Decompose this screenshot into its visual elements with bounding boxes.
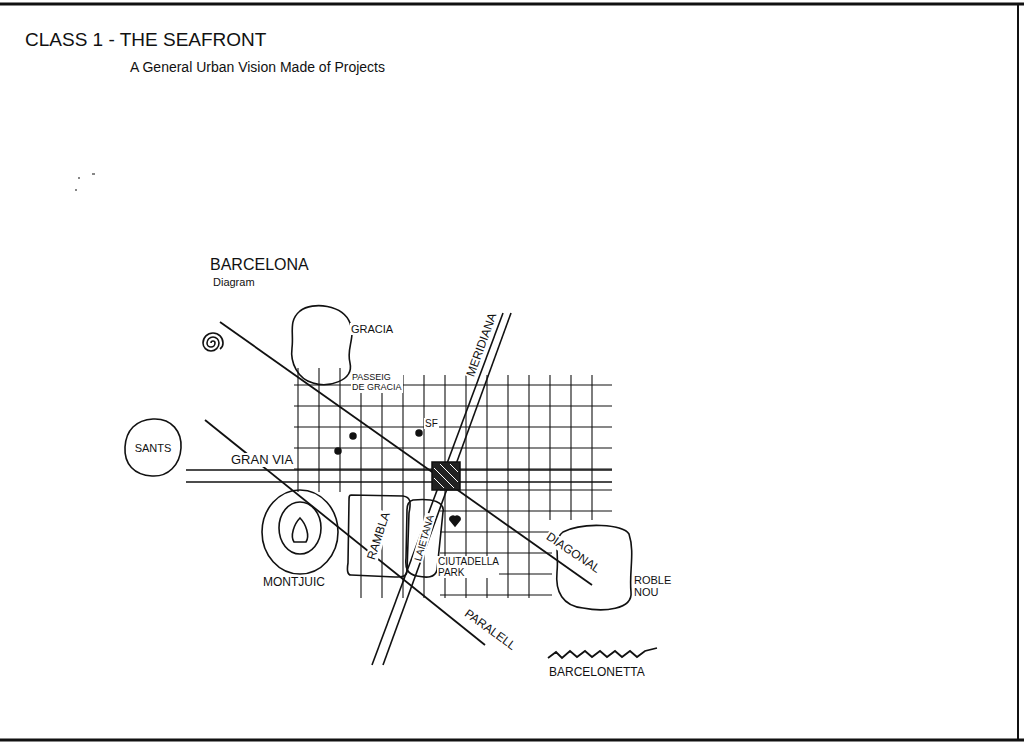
paralell-avenue: [205, 420, 485, 645]
diagonal-avenue: [220, 322, 592, 585]
speck: [75, 174, 95, 190]
street-line: [440, 510, 612, 511]
spiral-symbol: [203, 333, 223, 351]
page-border: [0, 739, 1024, 742]
street-line: [294, 384, 612, 385]
street-line: [440, 531, 552, 532]
dot-marker: [350, 433, 356, 439]
street-line: [294, 405, 612, 406]
street-line: [402, 375, 403, 598]
map-label: PARALELL: [461, 606, 519, 653]
street-line: [440, 552, 552, 553]
map-label: Diagram: [213, 276, 255, 288]
map-label: PASSEIG DE GRACIA: [351, 373, 403, 393]
district-circle: SANTS: [122, 417, 184, 479]
page-border: [0, 3, 1024, 6]
district-shape: RAMBLA: [345, 493, 413, 579]
street-line: [440, 594, 552, 595]
street-line: [423, 375, 424, 598]
map-label: BARCELONETTA: [548, 666, 646, 679]
street-line: [318, 368, 319, 492]
street-line: [507, 375, 508, 598]
gran-via-street: [186, 481, 612, 483]
street-line: [381, 375, 382, 598]
heart-symbol: [450, 516, 460, 526]
map-label: GRAN VIA: [230, 453, 294, 467]
hatched-square: [432, 462, 460, 490]
street-line: [339, 368, 340, 492]
page-title: CLASS 1 - THE SEAFRONT: [25, 30, 266, 51]
street-line: [294, 426, 612, 427]
place-name: MONTJUIC: [262, 576, 326, 589]
meridiana-avenue: [372, 313, 503, 665]
place-name: SANTS: [135, 442, 172, 454]
place-name: LAIETANA: [412, 513, 436, 564]
outline-shape: [553, 522, 683, 614]
map-label: SF: [424, 418, 439, 429]
street-line: [360, 375, 361, 598]
place-name: GRACIA: [350, 323, 394, 335]
hill-contours: MONTJUIC: [258, 488, 358, 598]
hatch-lines: [434, 464, 458, 488]
district-blob: ROBLE NOU: [553, 522, 683, 614]
meridiana-avenue: [383, 313, 511, 665]
street-line: [528, 375, 529, 598]
page-border: [1017, 4, 1019, 740]
dot-marker: [416, 430, 422, 436]
place-name: RAMBLA: [365, 510, 393, 563]
street-line: [297, 368, 298, 492]
gran-via-street: [186, 469, 612, 471]
map-label: BARCELONA: [210, 256, 309, 274]
dot-marker: [335, 448, 341, 454]
map-label: CIUTADELLA PARK: [437, 556, 499, 578]
street-line: [440, 489, 612, 490]
map-label: A General Urban Vision Made of Projects: [130, 60, 385, 75]
street-grid: [294, 368, 612, 598]
place-name: ROBLE NOU: [633, 574, 679, 598]
wave-symbol: [548, 648, 657, 658]
